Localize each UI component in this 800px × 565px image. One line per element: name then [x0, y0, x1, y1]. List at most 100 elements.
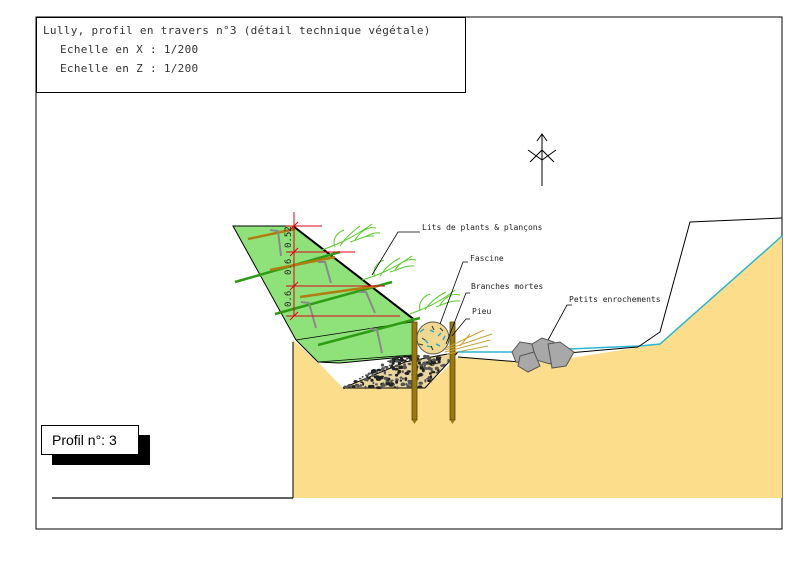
gravel-stone [392, 357, 395, 361]
gravel-stone [390, 382, 395, 385]
fascine-icon [416, 321, 450, 355]
gravel-stone [385, 382, 391, 385]
gravel-stone [406, 370, 411, 372]
bank-stake [369, 328, 383, 354]
rock-icon [511, 337, 575, 373]
gravel-stone [384, 365, 389, 368]
gravel-stone [423, 365, 426, 369]
gravel-stone [398, 365, 404, 369]
title-block: Lully, profil en travers n°3 (détail tec… [36, 17, 466, 93]
gravel-stone [353, 380, 358, 383]
gravel-stone [418, 381, 424, 385]
gravel-stone [395, 355, 401, 359]
gravel-stone [394, 367, 399, 371]
label-pieu: Pieu [472, 307, 491, 316]
gravel-stone [429, 375, 433, 379]
gravel-stone [435, 358, 441, 361]
gravel-stone [405, 356, 409, 360]
wooden-stake [449, 321, 456, 421]
shrub-icon [321, 223, 381, 251]
cutting-line [269, 255, 336, 272]
gravel-stone [401, 370, 404, 374]
scale-z: Echelle en Z : 1/200 [60, 62, 199, 75]
gravel-stone [365, 374, 369, 377]
profil-label: Profil n°: 3 [41, 425, 139, 455]
gravel-stone [437, 356, 442, 359]
gravel-stone [433, 359, 437, 362]
gravel-stone [388, 384, 394, 387]
gravel-stone [434, 366, 439, 371]
gravel-stone [407, 362, 412, 366]
gravel-stone [424, 379, 427, 383]
gravel-stone [388, 374, 393, 376]
gravel-stone [370, 378, 374, 382]
gravel-stone [416, 359, 421, 363]
gravel-stone [370, 369, 374, 374]
plant-row-line [317, 316, 421, 347]
gravel-stone [394, 364, 399, 368]
gravel-stone [395, 359, 400, 363]
dimension-value: 0.52 [284, 226, 294, 248]
bank-stake [318, 261, 332, 284]
bank-inner-line [317, 354, 413, 363]
dimension-value: 0.6 [284, 291, 294, 307]
gravel-stone [426, 356, 432, 361]
bank-layer-line [292, 225, 413, 319]
gravel-stone [367, 372, 371, 375]
gravel-stone [388, 364, 391, 367]
drawing-title: Lully, profil en travers n°3 (détail tec… [43, 24, 431, 37]
label-branches-mortes: Branches mortes [471, 282, 543, 291]
gravel-stone [358, 377, 362, 380]
gravel-stone [423, 362, 427, 366]
gravel-stone [378, 376, 384, 380]
gravel-stone [361, 375, 364, 378]
label-fascine: Fascine [470, 254, 504, 263]
gravel-stone [442, 363, 446, 366]
north-arrow-icon [527, 133, 557, 186]
gravel-stone [408, 359, 411, 362]
gravel-stone [396, 386, 399, 390]
gravel-stone [399, 358, 404, 363]
water-line [458, 235, 783, 353]
gravel-stone [343, 385, 348, 389]
gravel-stone [427, 379, 432, 383]
gravel-stone [427, 359, 431, 364]
gravel-stone [359, 384, 363, 387]
bank-stake [300, 301, 317, 329]
gravel-stone [376, 368, 382, 372]
gravel-stone [435, 362, 439, 365]
gravel-stone [372, 381, 375, 385]
gravel-stone [447, 359, 450, 363]
gravel-stone [375, 386, 381, 390]
gravel-stone [397, 369, 402, 374]
gravel-stone [364, 385, 367, 390]
gravel-stone [382, 382, 385, 386]
gravel-stone [395, 380, 399, 384]
shrub-icon [361, 255, 417, 281]
gravel-stone [430, 369, 433, 373]
dimension-value: 0.6 [284, 259, 294, 275]
gravel-stone [360, 381, 364, 383]
gravel-stone [393, 386, 397, 389]
label-enrochements: Petits enrochements [569, 295, 661, 304]
gravel-stone [429, 372, 432, 375]
gravel-stone [363, 377, 369, 382]
scale-x: Echelle en X : 1/200 [60, 43, 199, 56]
bank-stake [269, 229, 282, 257]
gravel-stone [399, 376, 403, 379]
gravel-stone [408, 356, 412, 360]
gravel-stone [406, 384, 410, 388]
gravel-stone [383, 370, 387, 375]
gravel-stone [374, 376, 380, 379]
dead-branches-icon [444, 329, 493, 355]
shrub-icon [409, 289, 461, 315]
gravel-stone [362, 382, 365, 386]
gravel-stone [375, 383, 378, 386]
gravel-stone [421, 363, 425, 366]
bank-stake [359, 291, 376, 314]
gravel-stone [401, 377, 404, 380]
dimension-lines [286, 212, 400, 321]
gravel-stone [351, 385, 356, 389]
stake-tip [450, 420, 455, 424]
